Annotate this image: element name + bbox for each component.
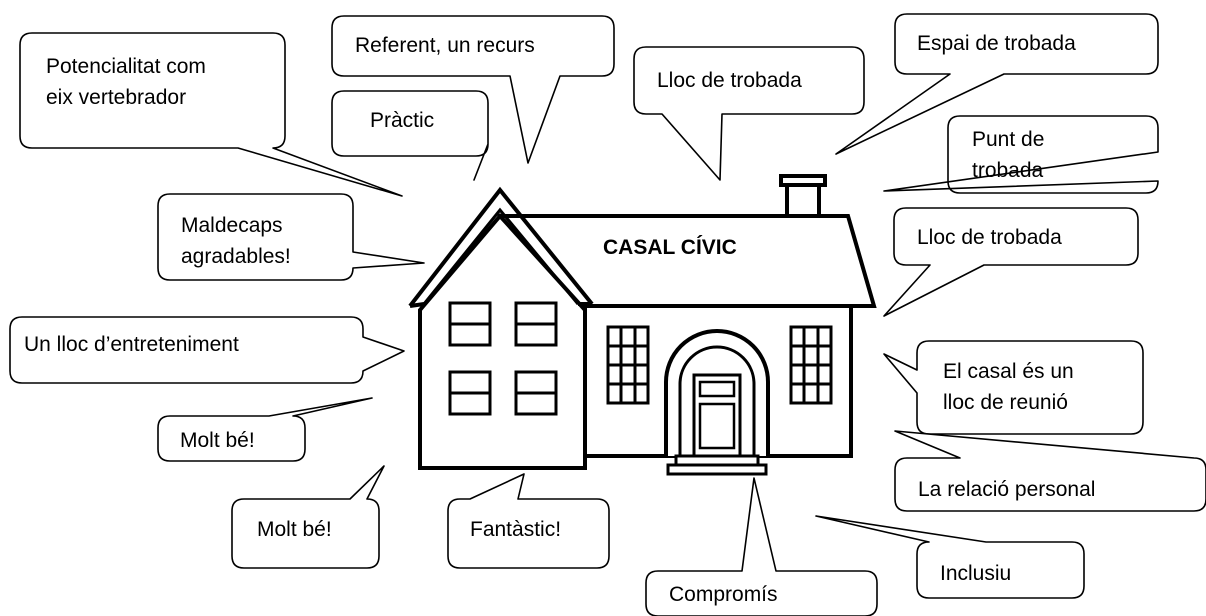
bubble-text-relacio-personal: La relació personal [918, 478, 1096, 501]
bubble-text-casal-reunio: lloc de reunió [943, 391, 1068, 414]
speech-bubble-relacio-personal [894, 430, 1206, 512]
gable-roof-inner [422, 207, 580, 305]
grid-window-left [606, 325, 650, 405]
speech-bubble-molt-be-1 [157, 397, 373, 462]
speech-bubble-lloc-trobada-right [883, 207, 1139, 317]
speech-bubble-punt-trobada [883, 115, 1159, 194]
bubble-text-potencialitat: eix vertebrador [46, 86, 187, 109]
speech-bubble-fantastic [447, 473, 610, 569]
speech-bubble-practic [331, 90, 489, 181]
speech-bubble-referent [331, 15, 615, 164]
bubble-text-maldecaps: agradables! [181, 245, 291, 268]
house-title: CASAL CÍVIC [603, 236, 737, 259]
grid-window-right [789, 325, 833, 405]
bubble-text-molt-be-2: Molt bé! [257, 518, 332, 541]
bubble-text-espai-trobada: Espai de trobada [917, 32, 1076, 55]
bubble-text-compromis: Compromís [669, 583, 778, 606]
bubble-text-lloc-trobada-top: Lloc de trobada [657, 69, 802, 92]
bubble-text-punt-trobada: trobada [972, 159, 1044, 182]
bubble-text-lloc-trobada-right: Lloc de trobada [917, 226, 1062, 249]
bubble-text-fantastic: Fantàstic! [470, 518, 562, 541]
speech-bubble-entreteniment [9, 316, 405, 384]
bubble-text-potencialitat: Potencialitat com [46, 55, 206, 78]
bubble-text-practic: Pràctic [370, 109, 435, 132]
bubble-text-molt-be-1: Molt bé! [180, 429, 255, 452]
chimney-cap [779, 174, 827, 187]
bubble-text-inclusiu: Inclusiu [940, 562, 1012, 585]
bubble-text-maldecaps: Maldecaps [181, 214, 283, 237]
speech-bubble-inclusiu [815, 515, 1085, 599]
speech-bubble-lloc-trobada-top [633, 46, 865, 181]
bubble-text-punt-trobada: Punt de [972, 128, 1045, 151]
speech-bubble-maldecaps [157, 193, 425, 281]
bubble-text-entreteniment: Un lloc d’entreteniment [24, 333, 239, 356]
speech-bubble-espai-trobada [835, 13, 1159, 155]
left-wing-windows [448, 301, 558, 416]
bubble-text-casal-reunio: El casal és un [943, 360, 1074, 383]
speech-bubble-molt-be-2 [231, 465, 385, 569]
house-illustration [408, 174, 877, 476]
front-step-2 [666, 463, 768, 476]
speech-bubble-potencialitat [19, 32, 403, 197]
bubble-text-referent: Referent, un recurs [355, 34, 535, 57]
gable-roof-outer [408, 186, 594, 308]
